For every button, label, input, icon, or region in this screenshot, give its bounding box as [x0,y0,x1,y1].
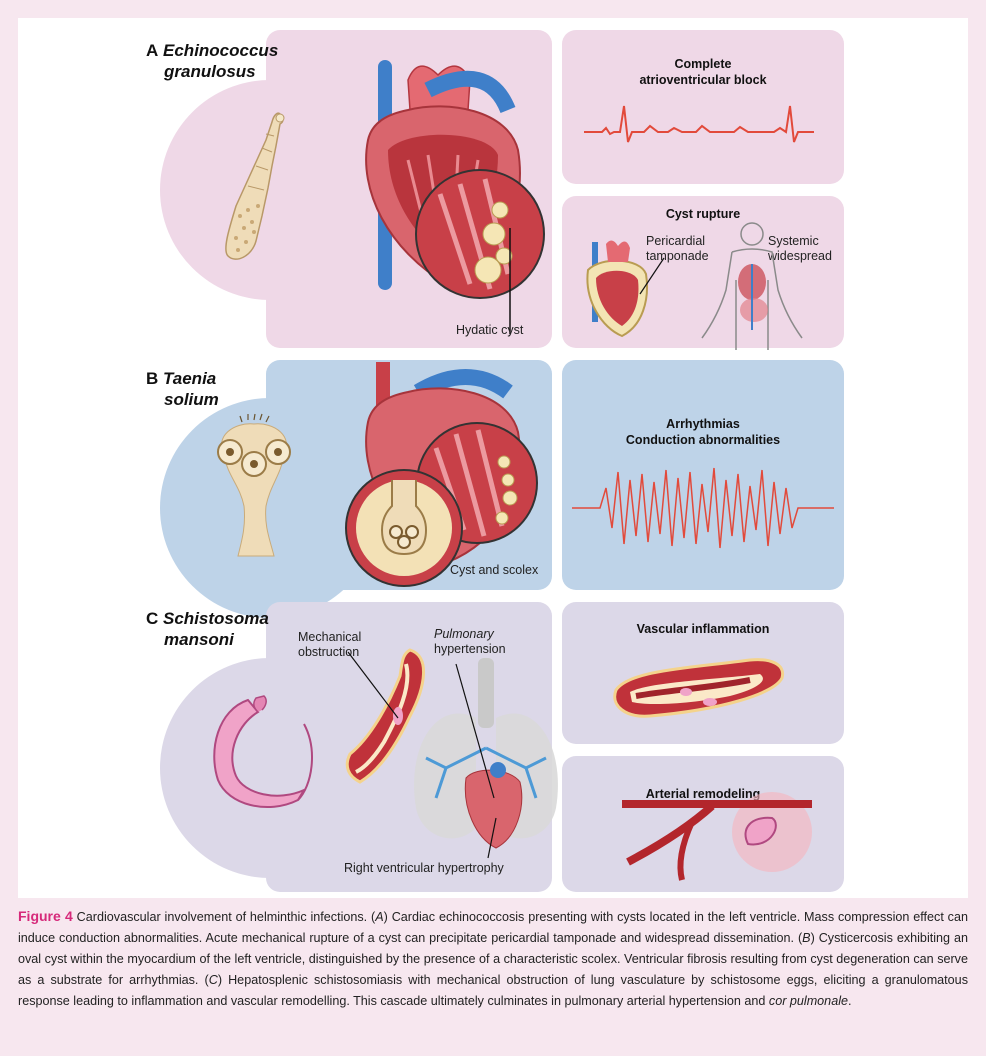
arterial-remodeling-title: Arterial remodeling [645,787,761,801]
small-heart-icon [586,240,648,338]
schistosome-worm-icon [213,695,313,808]
caption-a-letter: A [375,910,384,924]
caption-text-1: Cardiovascular involvement of helminthic… [72,910,376,924]
figure-area: A Echinococcus granulosus [18,18,968,898]
hydatic-cyst-label: Hydatic cyst [456,323,524,337]
vascular-inflammation-title: Vascular inflammation [636,622,770,636]
caption-b-letter: B [802,931,811,945]
caption-text-4: ) Hepatosplenic schistosomiasis with mec… [18,973,968,1008]
cyst-scolex-icon [345,469,463,587]
tamponade-pointer-icon [639,257,665,295]
cyst-magnifier-icon [415,169,545,334]
panel-b-label: B Taenia solium [146,369,219,409]
caption-text-5: . [848,994,852,1008]
tapeworm-icon [225,112,285,260]
rv-hypertrophy-label: Right ventricular hypertrophy [344,861,504,875]
caption-c-letter: C [208,973,218,987]
human-body-icon [701,222,803,350]
panel-c-label: C Schistosoma mansoni [146,609,269,649]
lungs-icon [414,658,558,859]
figure-caption: Figure 4 Cardiovascular involvement of h… [18,906,968,1012]
panel-a-right-top [562,30,844,184]
cyst-and-scolex-label: Cyst and scolex [450,563,539,577]
ecg-trace-icon [584,105,814,143]
artery-icon [622,792,812,881]
figure-number: Figure 4 [18,908,73,924]
vessel-icon [345,648,425,784]
vessel-icon [613,658,785,718]
cyst-rupture-title: Cyst rupture [665,207,741,221]
ecg-trace-icon [572,467,834,549]
caption-text-2: ) Cardiac echinococcosis presenting with… [18,910,968,945]
caption-cor-pulmonale: cor pulmonale [768,994,848,1008]
panel-b-right [562,360,844,590]
caption-text-3: ) Cysticercosis exhibiting an oval cyst … [18,931,968,987]
panel-a-label: A Echinococcus granulosus [146,41,279,81]
scolex-icon [217,413,291,557]
